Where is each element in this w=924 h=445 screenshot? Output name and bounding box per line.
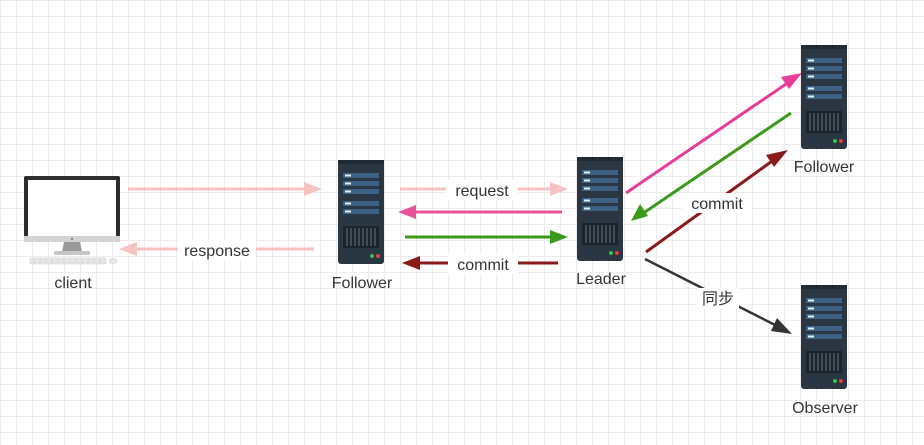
server-icon	[801, 285, 847, 389]
leader-to-follower-right-pink-line	[625, 80, 790, 195]
follower-left-label: Follower	[332, 275, 393, 292]
response-arrowhead	[119, 242, 137, 256]
follower-right-to-leader-green-line	[644, 111, 792, 214]
edge-follower-to-leader-green	[405, 230, 568, 244]
observer-node[interactable]: Observer	[792, 285, 859, 417]
response-label-group: response	[178, 240, 256, 260]
follower-right-label: Follower	[794, 159, 855, 176]
label-background	[178, 240, 256, 260]
follower-left-node[interactable]: Follower	[332, 160, 393, 292]
commit-left-label: commit	[457, 257, 509, 274]
response-label: response	[184, 243, 250, 260]
follower-right-to-leader-green-arrowhead	[631, 204, 648, 221]
sync-label-group: 同步	[697, 288, 739, 308]
edge-follower-right-to-leader-green	[631, 111, 792, 221]
request-label: request	[455, 183, 509, 200]
request-label-group: request	[446, 180, 518, 200]
commit-right-arrowhead	[766, 150, 788, 167]
request-arrowhead	[550, 182, 568, 196]
leader-node[interactable]: Leader	[576, 157, 627, 288]
edge-leader-to-follower-pink	[398, 205, 562, 219]
label-background	[697, 288, 739, 308]
leader-to-follower-pink-arrowhead	[398, 205, 416, 219]
server-icon	[801, 45, 847, 149]
leader-label: Leader	[576, 271, 626, 288]
server-icon	[577, 157, 623, 261]
commit-left-label-group: commit	[448, 254, 518, 274]
commit-left-arrowhead	[402, 256, 420, 270]
label-background	[682, 193, 752, 213]
sync-arrowhead	[771, 318, 792, 334]
client-label: client	[54, 275, 92, 292]
client-to-follower-arrowhead	[304, 182, 322, 196]
label-background	[446, 180, 518, 200]
commit-right-label: commit	[691, 196, 743, 213]
server-icon	[338, 160, 384, 264]
follower-to-leader-green-arrowhead	[550, 230, 568, 244]
computer-icon	[24, 176, 120, 265]
label-background	[448, 254, 518, 274]
commit-right-label-group: commit	[682, 193, 752, 213]
leader-to-follower-right-pink-arrowhead	[781, 73, 802, 89]
sync-label: 同步	[702, 289, 734, 308]
client-node[interactable]: client	[24, 176, 120, 292]
edge-client-to-follower	[128, 182, 322, 196]
observer-label: Observer	[792, 400, 858, 417]
follower-right-node[interactable]: Follower	[794, 45, 855, 176]
edge-leader-to-follower-right-pink	[625, 73, 802, 195]
